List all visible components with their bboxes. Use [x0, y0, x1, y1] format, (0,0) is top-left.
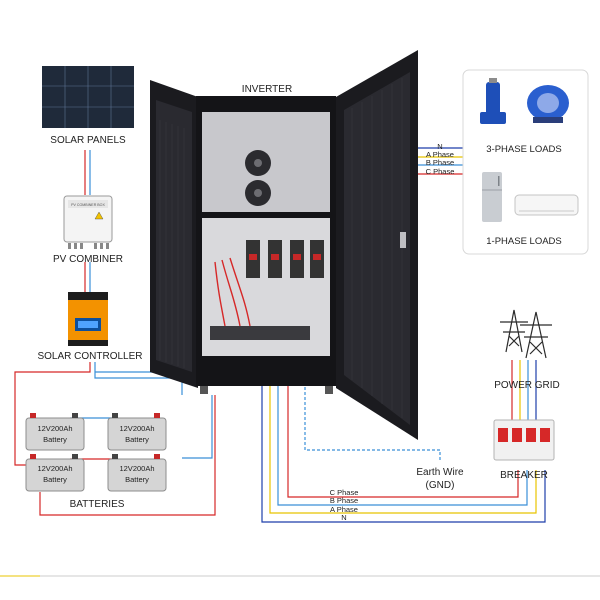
solar-controller: SOLAR CONTROLLER	[37, 292, 143, 362]
earth-wire-group: Earth Wire (GND)	[416, 467, 464, 491]
battery-1: 12V200Ah Battery	[25, 413, 85, 451]
wire-bottom-c	[287, 352, 519, 498]
wire-bottom-a	[269, 352, 537, 514]
bottom-wire-c: C Phase	[330, 488, 359, 497]
terminal-block	[210, 326, 310, 340]
pump-icon	[480, 78, 506, 124]
battery-2: 12V200Ah Battery	[107, 413, 167, 451]
solar-controller-label: SOLAR CONTROLLER	[37, 351, 142, 362]
breaker-label: BREAKER	[500, 470, 548, 481]
power-grid-label: POWER GRID	[494, 380, 560, 391]
top-wire-c: C Phase	[426, 167, 455, 176]
battery-4-type: Battery	[125, 475, 149, 484]
controller-to-battery-positive	[14, 362, 91, 466]
battery-3-type: Battery	[43, 475, 67, 484]
top-wire-b: B Phase	[426, 158, 454, 167]
bottom-wire-b: B Phase	[330, 496, 358, 505]
earth-wire	[304, 352, 441, 460]
solar-panels: SOLAR PANELS	[42, 66, 134, 146]
bottom-wire-a: A Phase	[330, 505, 358, 514]
bottom-wire-n: N	[341, 513, 346, 522]
three-phase-loads-label: 3-PHASE LOADS	[486, 144, 562, 155]
pv-combiner-label: PV COMBINER	[53, 254, 123, 265]
solar-panels-label: SOLAR PANELS	[50, 135, 126, 146]
power-grid: POWER GRID	[494, 309, 560, 391]
transmission-tower-icon	[500, 309, 552, 359]
battery-1-type: Battery	[43, 435, 67, 444]
battery-to-inverter-positive	[39, 395, 216, 516]
battery-to-inverter-negative	[182, 395, 213, 459]
wire-bottom-b	[277, 352, 528, 506]
controller-to-battery-negative	[94, 362, 183, 395]
loads-panel: 3-PHASE LOADS 1-PHASE LOADS	[462, 69, 589, 255]
pv-combiner-box-text: PV COMBINER BOX	[71, 203, 105, 207]
battery-2-capacity: 12V200Ah	[119, 424, 154, 433]
fridge-icon	[482, 172, 502, 222]
top-wire-labels: N A Phase B Phase C Phase	[426, 142, 455, 176]
battery-3-capacity: 12V200Ah	[37, 464, 72, 473]
battery-2-type: Battery	[125, 435, 149, 444]
one-phase-loads-label: 1-PHASE LOADS	[486, 236, 562, 247]
batteries-label: BATTERIES	[70, 499, 125, 510]
battery-3: 12V200Ah Battery	[25, 454, 85, 492]
inverter-cabinet: INVERTER	[150, 50, 418, 440]
battery-1-capacity: 12V200Ah	[37, 424, 72, 433]
motor-icon	[527, 85, 569, 123]
earth-wire-gnd-label: (GND)	[426, 480, 455, 491]
earth-wire-label: Earth Wire	[416, 467, 464, 478]
warning-icon	[94, 211, 104, 220]
battery-4: 12V200Ah Battery	[107, 454, 167, 492]
air-conditioner-icon	[514, 194, 579, 216]
top-wire-a: A Phase	[426, 150, 454, 159]
breaker: BREAKER	[493, 419, 555, 481]
bottom-wire-labels: C Phase B Phase A Phase N	[330, 488, 359, 522]
pv-combiner: PV COMBINER BOX PV COMBINER	[53, 195, 123, 265]
breakers-group	[246, 240, 324, 278]
battery-4-capacity: 12V200Ah	[119, 464, 154, 473]
battery-bank: 12V200Ah Battery 12V200Ah Battery 12V200…	[25, 413, 167, 510]
wire-bottom-n	[261, 352, 546, 523]
inverter-label: INVERTER	[242, 84, 292, 95]
door-handle	[400, 232, 406, 248]
top-wire-n: N	[437, 142, 442, 151]
